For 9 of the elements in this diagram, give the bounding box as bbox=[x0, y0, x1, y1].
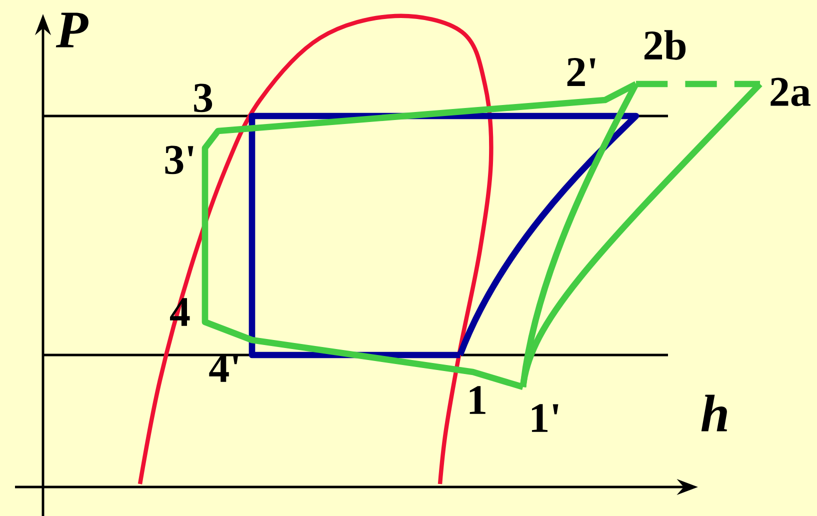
state-label: 2a bbox=[770, 78, 810, 106]
state-label: 3' bbox=[165, 146, 194, 174]
state-label: 3 bbox=[194, 84, 212, 112]
state-label: 1 bbox=[470, 386, 486, 414]
axis-label: h bbox=[701, 394, 728, 432]
state-label: 1' bbox=[532, 404, 558, 432]
axis-label: P bbox=[56, 12, 88, 48]
state-label: 2b bbox=[644, 30, 686, 60]
state-label: 2' bbox=[567, 58, 596, 86]
